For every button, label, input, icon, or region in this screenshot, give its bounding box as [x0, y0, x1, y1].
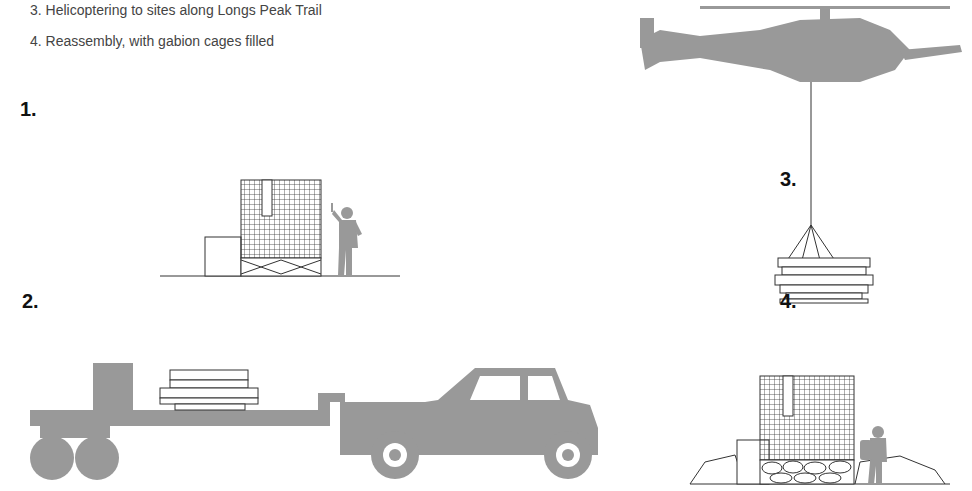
step-number: 3.: [780, 168, 797, 191]
reassembled-cabin: [690, 376, 950, 484]
step-note: 3. Helicoptering to sites along Longs Pe…: [30, 2, 322, 18]
step-note: 4. Reassembly, with gabion cages filled: [30, 33, 274, 49]
truck-transport: [30, 363, 598, 480]
hiker: [860, 426, 887, 484]
step-number: 2.: [22, 290, 39, 313]
step-number: 1.: [20, 98, 37, 121]
helicopter-lift: [640, 6, 962, 303]
step-number: 4.: [780, 290, 797, 313]
person: [331, 203, 362, 276]
cabin-assembly: [160, 180, 400, 276]
